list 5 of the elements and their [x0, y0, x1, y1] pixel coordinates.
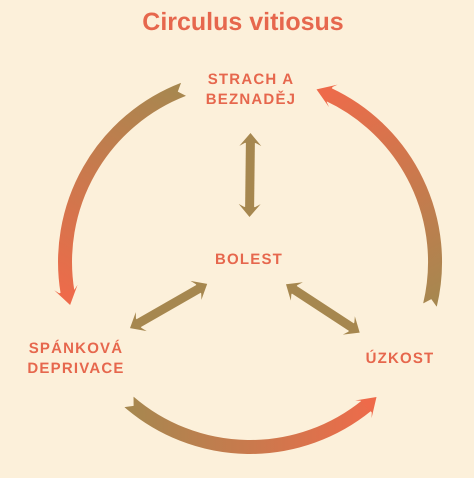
- node-label: ÚZKOST: [366, 349, 434, 369]
- diagram-title: Circulus vitiosus: [142, 7, 344, 37]
- node-label: SPÁNKOVÁ DEPRIVACE: [26, 339, 126, 379]
- node-label: STRACH A BEZNADĚJ: [204, 70, 298, 110]
- node-label: BOLEST: [214, 250, 284, 270]
